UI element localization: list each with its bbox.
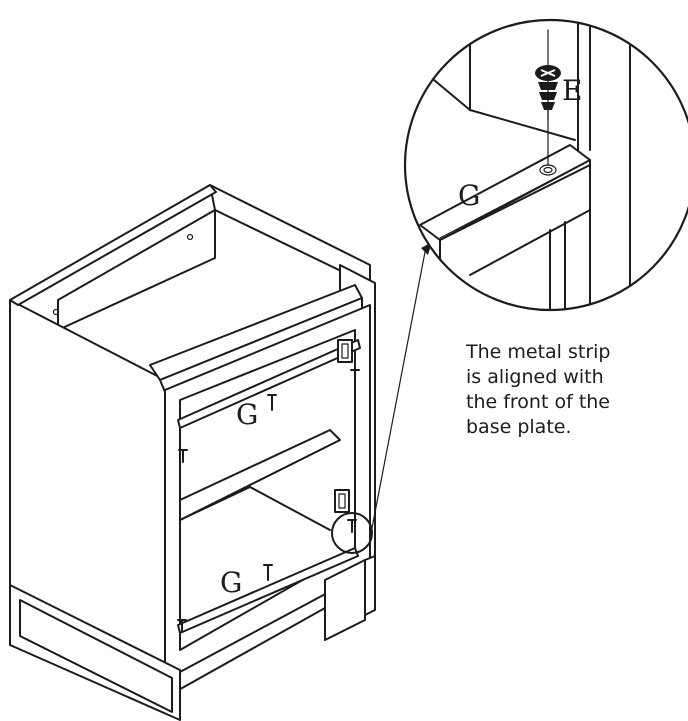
screw-upper-left [178, 449, 188, 463]
detail-source-circle [331, 512, 373, 554]
note-line: The metal strip [466, 341, 611, 363]
note-line: the front of the [466, 391, 610, 413]
lower-metal-strip [177, 547, 359, 634]
upper-hinge [337, 339, 353, 363]
screw-upper-center [267, 394, 277, 411]
note-line: is aligned with [466, 366, 604, 388]
strip-label-upper: G [236, 398, 258, 431]
left-side-top-edge [9, 184, 217, 306]
alignment-note: The metal strip is aligned with the fron… [466, 340, 676, 440]
back-hole-left [52, 308, 60, 316]
strip-label-lower: G [220, 566, 242, 599]
back-hole-right [186, 233, 194, 241]
strip-label-detail: G [458, 179, 480, 212]
lower-hinge [334, 489, 350, 513]
right-leg-frame [324, 559, 366, 641]
screw-label: E [562, 74, 582, 107]
screw-lower-left [177, 619, 187, 633]
screw-lower-right [347, 519, 357, 533]
cabinet [9, 184, 376, 721]
screw-upper-right [350, 369, 360, 383]
callout-line [371, 251, 426, 529]
middle-shelf [179, 429, 341, 521]
right-leg [364, 555, 376, 616]
screw-lower-center [263, 564, 273, 581]
left-leg-frame [9, 584, 181, 721]
note-line: base plate. [466, 416, 572, 438]
detail-magnified [403, 18, 688, 312]
upper-metal-strip [177, 339, 361, 429]
screw-e-icon [535, 65, 561, 121]
